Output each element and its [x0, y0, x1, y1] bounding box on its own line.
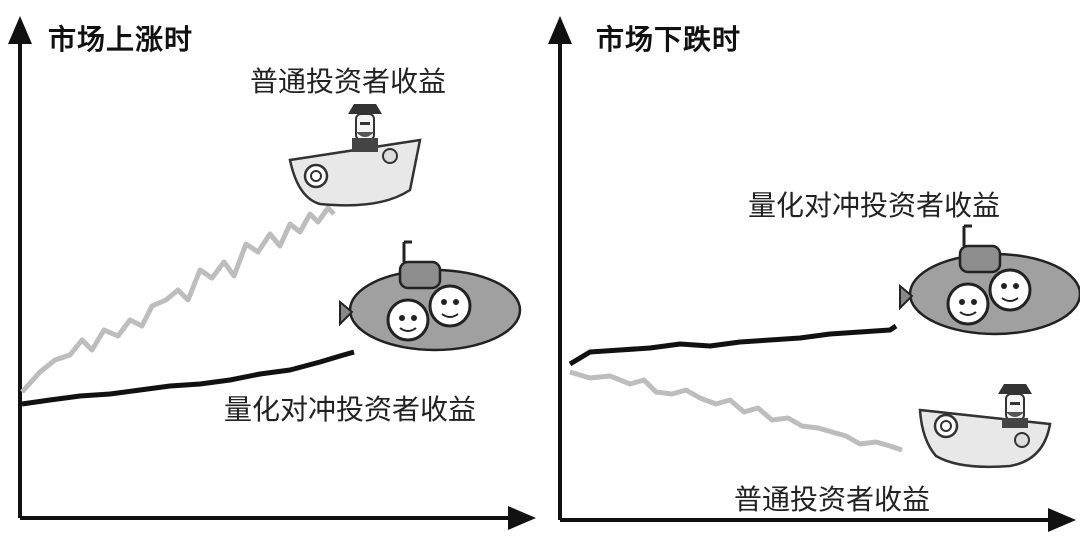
quant-return-line — [568, 323, 898, 367]
retail-return-line — [569, 369, 903, 453]
diagram-market-down — [548, 16, 1080, 532]
quant-return-line — [21, 349, 355, 407]
y-axis-arrow — [548, 16, 572, 44]
panel-market-up: 市场上涨时 普通投资者收益 量化对冲投资者收益 — [8, 16, 536, 530]
y-axis-arrow — [8, 16, 32, 44]
boat-icon — [918, 384, 1052, 469]
retail-return-label: 普通投资者收益 — [734, 483, 931, 516]
x-axis-arrow — [1048, 508, 1076, 532]
quant-return-label: 量化对冲投资者收益 — [224, 393, 477, 426]
x-axis-arrow — [508, 506, 536, 530]
panel-market-down: 市场下跌时 量化对冲投资者收益 普通投资者收益 — [540, 0, 1080, 540]
boat-icon — [288, 104, 422, 207]
retail-return-label: 普通投资者收益 — [250, 65, 447, 98]
panel-title: 市场下跌时 — [596, 23, 742, 56]
quant-return-label: 量化对冲投资者收益 — [748, 189, 1001, 222]
diagram-market-up — [8, 16, 536, 530]
panel-title: 市场上涨时 — [48, 23, 194, 56]
retail-return-line — [20, 205, 336, 394]
submarine-icon — [339, 240, 522, 352]
submarine-icon — [899, 224, 1080, 336]
